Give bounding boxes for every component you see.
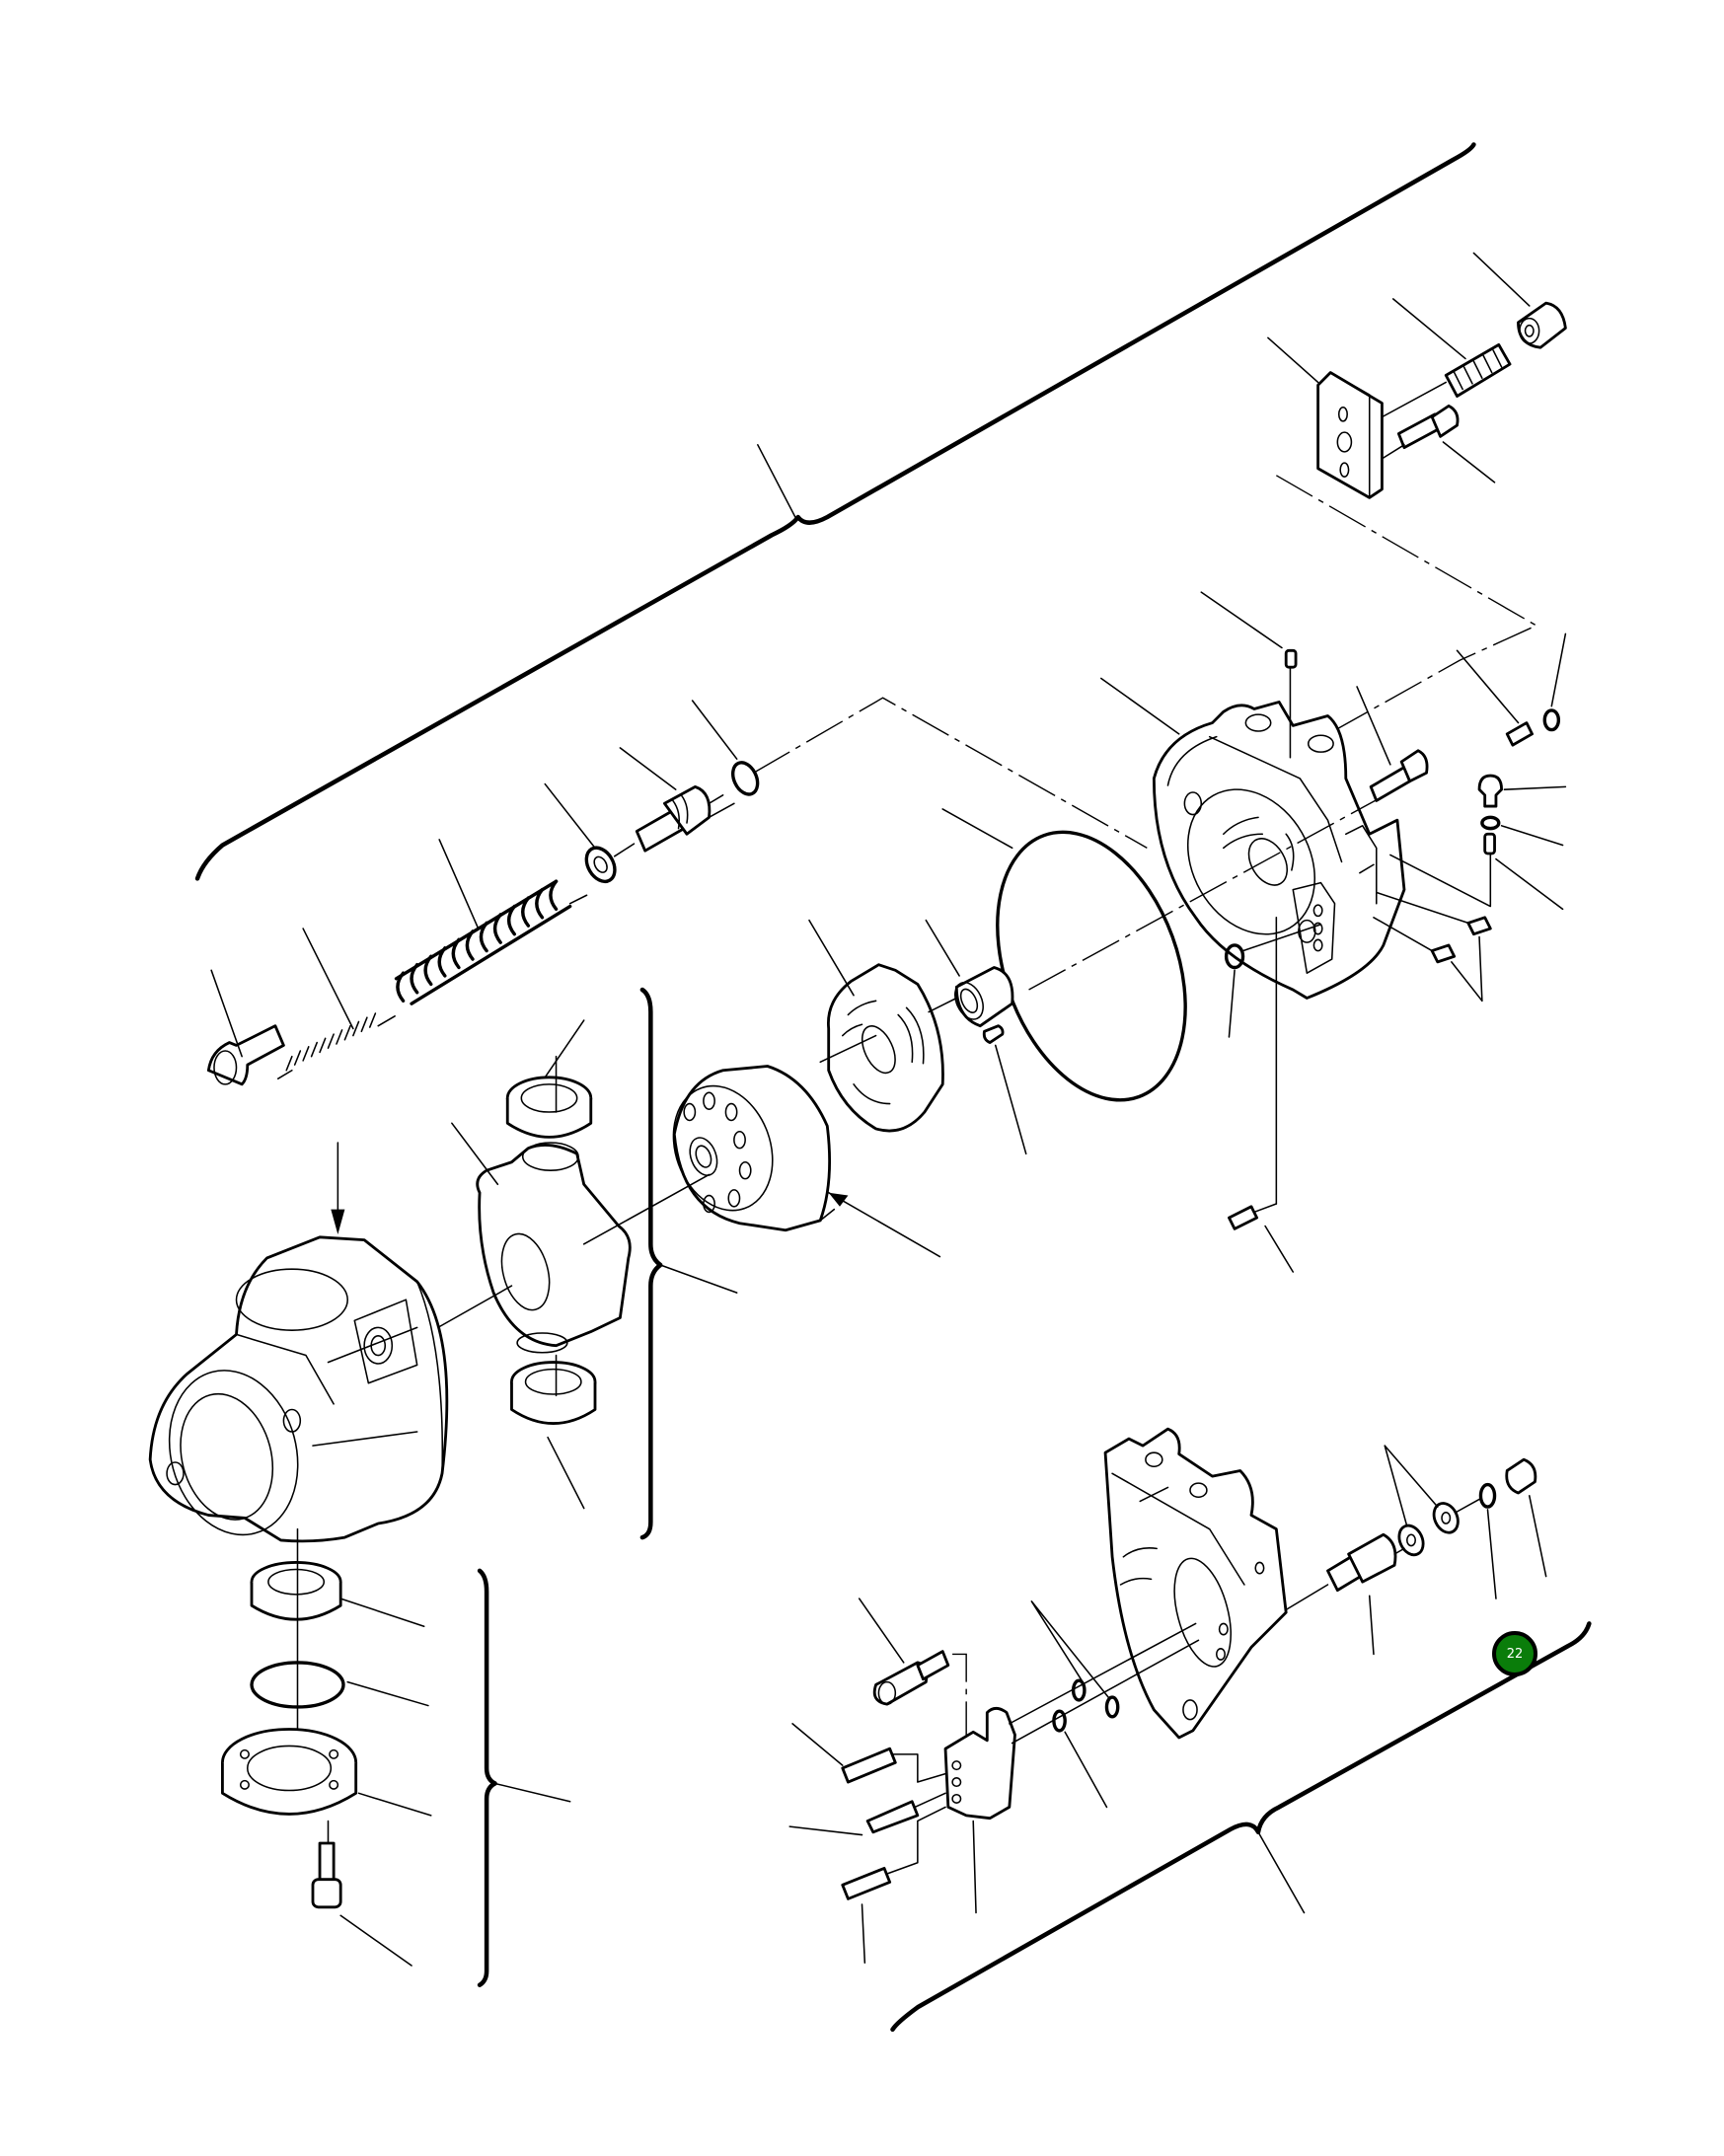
upper-roller-bearing xyxy=(505,1019,593,1139)
seal-o-ring xyxy=(250,1661,429,1709)
adjuster-screw xyxy=(1396,404,1496,483)
large-spring xyxy=(394,839,572,1005)
housing-bottom-screw xyxy=(1228,917,1295,1273)
servo-pins xyxy=(788,1723,946,1964)
valve-plate xyxy=(808,919,944,1133)
servo-seals xyxy=(1384,1445,1497,1599)
needle-bearing xyxy=(925,919,1014,1028)
housing-plug-top xyxy=(1200,591,1298,759)
adjuster-block xyxy=(1267,336,1384,499)
servo-housing xyxy=(1103,1427,1288,1740)
cylinder-block xyxy=(672,1065,941,1258)
top-group-brace xyxy=(194,142,1476,881)
housing-bolt xyxy=(1356,686,1429,802)
seal-flange xyxy=(221,1728,432,1817)
spool-o-ring xyxy=(691,700,760,796)
spring-seat-washer xyxy=(544,782,617,884)
housing-o-ring-small xyxy=(1224,924,1322,1038)
shaft-seal xyxy=(250,1561,425,1628)
servo-rods xyxy=(1009,1600,1200,1809)
bottom-group-brace xyxy=(890,1621,1592,2033)
swash-yoke xyxy=(451,1122,632,1354)
flange-bolt xyxy=(311,1820,412,1967)
left-seal-group-brace xyxy=(477,1568,571,1987)
small-plug-right xyxy=(1456,632,1567,747)
spool xyxy=(619,747,724,853)
servo-piston xyxy=(1285,1532,1397,1656)
pump-body xyxy=(148,1142,449,1543)
pump-cover-housing xyxy=(1100,677,1406,1000)
set-screws-right xyxy=(1373,891,1492,1003)
servo-plug xyxy=(1505,1457,1547,1578)
dowel-pin xyxy=(982,1024,1027,1155)
page-number-badge[interactable]: 22 xyxy=(1492,1631,1537,1676)
servo-bracket xyxy=(943,1706,1016,1914)
adjuster-spring xyxy=(1391,298,1512,398)
middle-group-brace xyxy=(639,987,738,1540)
servo-cap-screw xyxy=(858,1598,967,1738)
small-spring xyxy=(285,928,377,1072)
plug xyxy=(206,969,285,1086)
lower-roller-bearing xyxy=(510,1354,597,1510)
orifice-plug-stack xyxy=(1389,774,1567,911)
adjuster-nut xyxy=(1472,252,1567,349)
